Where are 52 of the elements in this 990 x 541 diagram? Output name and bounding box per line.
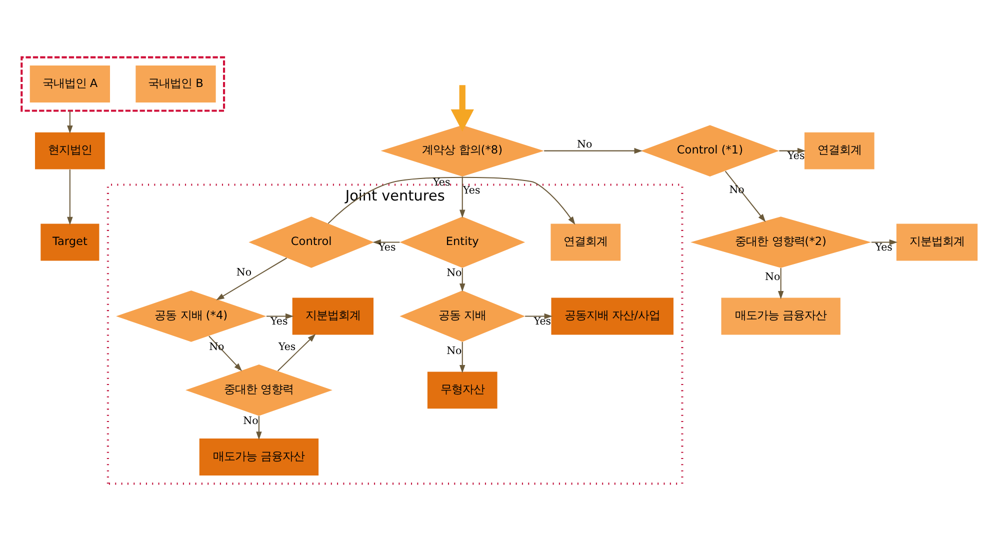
node-box: 무형자산 bbox=[426, 372, 497, 409]
arrow bbox=[216, 258, 286, 300]
arrow bbox=[372, 239, 400, 246]
node-diamond: 계약상 합의(*8) bbox=[380, 125, 544, 176]
node-diamond: 공동 지배 bbox=[399, 290, 525, 342]
edge-label: Yes bbox=[874, 241, 892, 254]
node-diamond: 공동 지배 (*4) bbox=[116, 290, 266, 342]
cluster bbox=[20, 56, 225, 112]
node-box: 국내법인 A bbox=[29, 66, 110, 103]
edge-label: No bbox=[446, 344, 462, 357]
edge-label: Yes bbox=[378, 241, 396, 254]
arrow bbox=[777, 268, 784, 300]
arrow bbox=[544, 148, 642, 154]
arrow bbox=[458, 342, 465, 374]
node-diamond: 중대한 영향력(*2) bbox=[690, 216, 871, 268]
node-box: 현지법인 bbox=[34, 132, 104, 170]
arrow bbox=[256, 416, 262, 440]
arrow bbox=[524, 313, 552, 320]
arrow bbox=[724, 170, 766, 222]
node-box: 매도가능 금융자산 bbox=[720, 298, 840, 335]
arrow bbox=[66, 110, 72, 134]
arrow bbox=[458, 268, 465, 292]
edge-label: Yes bbox=[787, 150, 804, 162]
arrow bbox=[870, 239, 898, 246]
arrow bbox=[208, 336, 242, 372]
edge-label: No bbox=[242, 414, 258, 427]
edge-label: Yes bbox=[270, 315, 288, 328]
edge-label: No bbox=[236, 266, 252, 279]
node-diamond: Control (*1) bbox=[640, 125, 779, 176]
arrow bbox=[327, 176, 575, 225]
edge-label: Yes bbox=[278, 340, 296, 353]
arrow bbox=[778, 148, 806, 154]
arrow bbox=[458, 176, 465, 218]
node-box: 매도가능 금융자산 bbox=[198, 438, 318, 476]
node-box: 지분법회계 bbox=[292, 298, 373, 335]
node-box: 공동지배 자산/사업 bbox=[550, 298, 673, 335]
edge-label: No bbox=[764, 270, 780, 283]
node-box: Target bbox=[40, 224, 99, 261]
node-diamond: Control bbox=[248, 216, 374, 268]
node-diamond: Entity bbox=[399, 216, 525, 268]
edge-label: Yes bbox=[533, 315, 551, 328]
edge-label: No bbox=[576, 138, 592, 151]
node-box: 연결회계 bbox=[550, 224, 620, 261]
edge-label: No bbox=[446, 266, 462, 279]
node-diamond: 중대한 영향력 bbox=[185, 364, 332, 416]
arrow bbox=[276, 334, 316, 372]
arrow bbox=[450, 85, 474, 132]
arrow bbox=[66, 170, 72, 226]
arrow bbox=[266, 313, 294, 320]
node-box: 지분법회계 bbox=[896, 224, 978, 261]
node-box: 연결회계 bbox=[804, 132, 874, 170]
node-box: 국내법인 B bbox=[135, 66, 216, 103]
